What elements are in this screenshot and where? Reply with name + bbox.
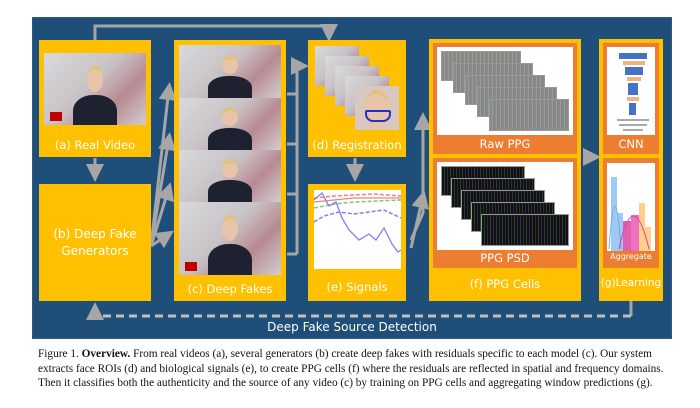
arrow-fakes-to-registration [287,66,303,256]
registration-label: (d) Registration [312,138,402,152]
aggregate-histogram [607,163,655,251]
cnn-panel: CNN [603,43,659,154]
arrow-real-to-registration [93,24,338,42]
signals-box: (e) Signals [308,184,406,301]
arrow-signals-to-psd [409,190,430,249]
arrow-gen-to-fakes-3 [149,182,175,247]
registered-face [355,86,399,130]
ppg-psd-label: PPG PSD [480,251,530,265]
signals-plot [313,190,402,269]
caption-figure-label: Figure 1. [38,348,79,360]
ppg-cells-box: Raw PPG PPG PSD (f) PPG Cells [429,39,581,301]
deep-fakes-box: (c) Deep Fakes [174,40,286,301]
aggregate-label: Aggregate [610,252,652,261]
registration-box: (d) Registration [308,40,406,157]
cnn-label: CNN [618,137,644,151]
signals-label: (e) Signals [326,280,388,294]
real-video-label: (a) Real Video [54,138,136,152]
generators-label: (b) Deep Fake Generators [53,227,137,258]
generators-box: (b) Deep Fake Generators [39,184,151,301]
arrows [86,24,633,320]
learning-label: (g)Learning [600,277,662,289]
caption-title: Overview. [81,348,131,360]
raw-ppg-panel: Raw PPG [433,43,577,154]
learning-box: CNN Aggregate (g)Learning [599,39,663,301]
roi-outline [365,110,391,122]
ppg-cells-label: (f) PPG Cells [469,277,541,291]
fake-frame-4 [179,202,281,275]
fake-frame-3 [179,150,281,202]
real-video-box: (a) Real Video [39,40,151,157]
figure-caption: Figure 1. Overview. From real videos (a)… [38,347,678,391]
deep-fakes-label: (c) Deep Fakes [187,282,273,296]
dashed-feedback-arrow [86,302,631,320]
raw-ppg-label: Raw PPG [479,137,531,151]
ppg-psd-panel: PPG PSD [433,158,577,268]
aggregate-panel: Aggregate [603,158,659,268]
fake-frame-2 [179,98,281,150]
source-detection-label: Deep Fake Source Detection [267,320,437,334]
cnn-diagram [607,47,655,135]
overview-figure: (a) Real Video (b) Deep Fake Generators … [32,17,672,339]
fake-frame-1 [179,45,281,98]
caption-text: From real videos (a), several generators… [38,348,664,389]
arrow-gen-to-fakes-4 [150,230,174,249]
real-video-frame [44,53,146,125]
